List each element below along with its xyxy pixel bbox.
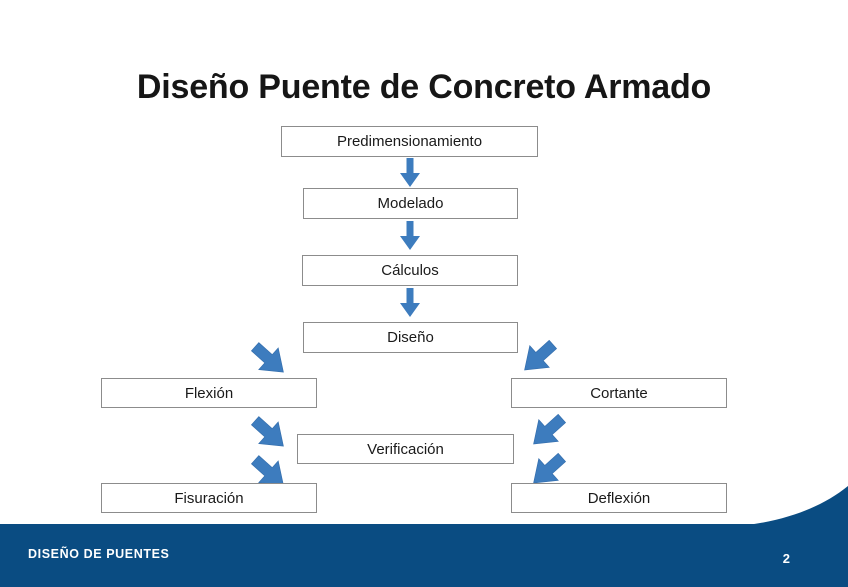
flow-node-cortante[interactable]: Cortante <box>511 378 727 408</box>
arrow-down-icon <box>397 221 423 251</box>
slide-page-number: 2 <box>782 551 790 566</box>
arrow-down-right-icon <box>518 337 560 381</box>
arrow-down-right-icon <box>527 411 569 455</box>
flow-node-fisuracion[interactable]: Fisuración <box>101 483 317 513</box>
arrow-down-icon <box>397 288 423 318</box>
page-title: Diseño Puente de Concreto Armado <box>136 68 712 106</box>
flow-node-diseno[interactable]: Diseño <box>303 322 518 353</box>
flow-node-deflexion[interactable]: Deflexión <box>511 483 727 513</box>
arrow-down-left-icon <box>250 411 292 455</box>
arrow-down-left-icon <box>250 450 292 494</box>
flow-node-modelado[interactable]: Modelado <box>303 188 518 219</box>
footer-bar <box>0 524 848 587</box>
arrow-down-right-icon <box>527 450 569 494</box>
flow-node-flexion[interactable]: Flexión <box>101 378 317 408</box>
flow-node-verificacion[interactable]: Verificación <box>297 434 514 464</box>
flow-node-predimensionamiento[interactable]: Predimensionamiento <box>281 126 538 157</box>
arrow-down-icon <box>397 158 423 188</box>
arrow-down-left-icon <box>250 337 292 381</box>
footer-title: DISEÑO DE PUENTES <box>28 547 170 561</box>
flow-node-calculos[interactable]: Cálculos <box>302 255 518 286</box>
